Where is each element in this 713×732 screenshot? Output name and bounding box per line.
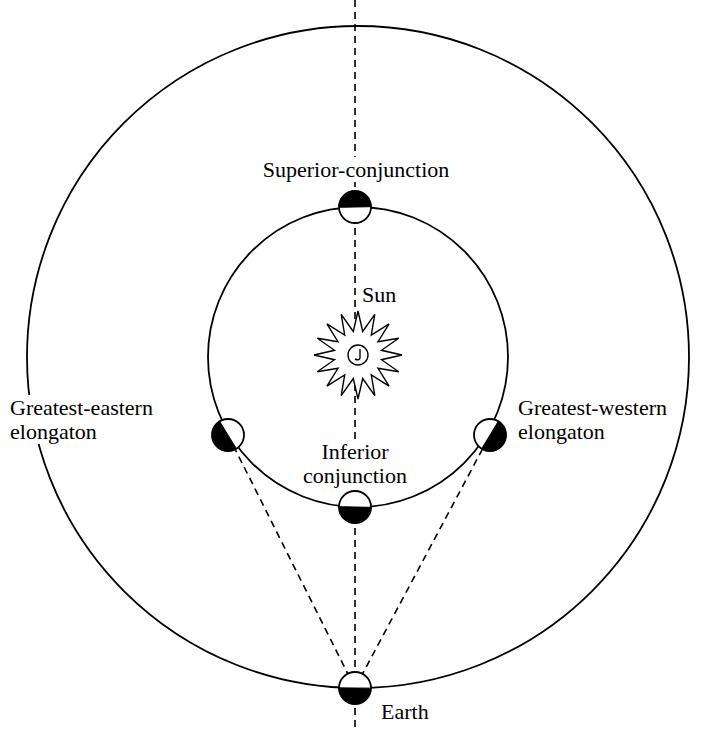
planet-superior	[339, 191, 371, 223]
lit-half	[474, 419, 506, 451]
sun-label-box: Sun	[362, 283, 442, 307]
position-label-box: Greatest-western elongaton	[518, 396, 708, 444]
planet-eastern	[212, 419, 244, 451]
earth-body	[339, 672, 371, 704]
position-label-box: Inferior conjunction	[270, 440, 440, 488]
earth-label: Earth	[381, 699, 429, 724]
dark-half	[482, 421, 506, 451]
planet-inferior	[339, 491, 371, 523]
sun-symbol	[314, 311, 402, 399]
earth-label-box: Earth	[381, 700, 481, 724]
position-label: Inferior conjunction	[303, 439, 407, 488]
sun-mark	[355, 349, 360, 360]
planet-western	[474, 419, 506, 451]
dark-half	[339, 507, 371, 523]
position-label-box: Greatest-eastern elongaton	[10, 396, 210, 444]
position-label-box: Superior-conjunction	[226, 158, 486, 182]
planet-group	[212, 191, 506, 704]
dark-half	[339, 191, 371, 207]
lit-half	[339, 672, 371, 704]
earth-orbit	[27, 26, 689, 688]
position-label: Greatest-eastern elongaton	[10, 395, 153, 444]
dark-half	[339, 688, 371, 704]
planet-orbit	[208, 207, 508, 507]
sun-star	[314, 311, 402, 399]
position-label: Greatest-western elongaton	[518, 395, 667, 444]
position-label: Superior-conjunction	[263, 157, 450, 182]
dark-half	[212, 421, 236, 451]
lit-half	[339, 191, 371, 223]
lit-half	[212, 419, 244, 451]
lit-half	[339, 491, 371, 523]
sun-disc	[348, 345, 368, 365]
sun-label: Sun	[362, 282, 396, 307]
